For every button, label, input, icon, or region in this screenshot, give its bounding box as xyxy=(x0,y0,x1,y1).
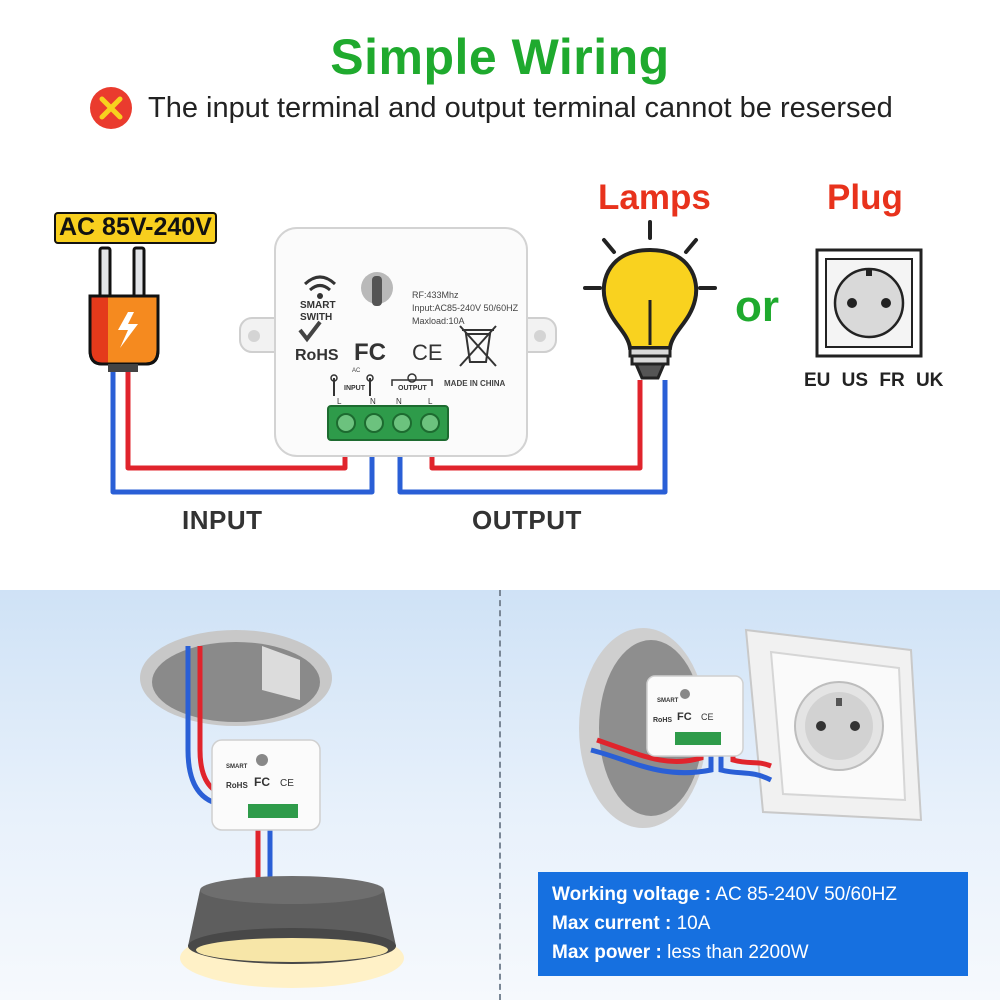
scene-divider xyxy=(499,590,501,1000)
ceiling-light-scene: SMART FC CE RoHS xyxy=(140,630,404,988)
spec-value-current: 10A xyxy=(671,913,711,934)
spec-row-voltage: Working voltage : AC 85-240V 50/60HZ xyxy=(552,880,954,909)
warning-text: The input terminal and output terminal c… xyxy=(148,91,893,124)
device-input-group: INPUT xyxy=(344,385,366,392)
output-neutral-wire xyxy=(397,380,668,495)
x-cross-icon xyxy=(90,87,132,129)
scene2-fc: FC xyxy=(677,711,692,723)
device-maxload: Maxload:10A xyxy=(412,316,465,326)
device-rf: RF:433Mhz xyxy=(412,290,459,300)
input-label: INPUT xyxy=(182,505,263,535)
lamps-label: Lamps xyxy=(598,178,711,217)
spec-label-power: Max power : xyxy=(552,942,662,963)
spec-value-power: less than 2200W xyxy=(661,942,809,963)
plug-standards: EU US FR UK xyxy=(804,370,944,391)
spec-row-current: Max current : 10A xyxy=(552,909,954,938)
device-made-in: MADE IN CHINA xyxy=(444,379,506,388)
scene2-ce: CE xyxy=(701,712,714,722)
power-plug-icon xyxy=(88,246,160,372)
output-label: OUTPUT xyxy=(472,505,582,535)
spec-row-power: Max power : less than 2200W xyxy=(552,938,954,967)
device-brand-line1: SMART xyxy=(300,300,336,311)
spec-label-current: Max current : xyxy=(552,913,672,934)
scene2-brand: SMART xyxy=(657,698,679,704)
spec-label-voltage: Working voltage : xyxy=(552,884,712,905)
terminal-label-1: L xyxy=(337,397,342,406)
wall-socket-icon xyxy=(815,248,923,358)
terminal-label-3: N xyxy=(396,397,402,406)
scene1-rohs: RoHS xyxy=(226,781,248,790)
scene1-fc: FC xyxy=(254,775,270,789)
scene1-ce: CE xyxy=(280,778,294,789)
spec-value-voltage: AC 85-240V 50/60HZ xyxy=(711,884,897,905)
terminal-label-2: N xyxy=(370,397,376,406)
scene1-brand: SMART xyxy=(226,764,248,770)
spec-panel: Working voltage : AC 85-240V 50/60HZ Max… xyxy=(538,872,968,976)
or-label: or xyxy=(735,282,779,331)
device-input-spec: Input:AC85-240V 50/60HZ xyxy=(412,303,519,313)
lamp-bulb-icon xyxy=(583,220,717,380)
terminal-label-4: L xyxy=(428,397,433,406)
plug-label: Plug xyxy=(827,178,903,217)
wall-socket-scene: SMART FC CE RoHS xyxy=(579,628,923,828)
wiring-diagram: SMART SWITH RoHS FC AC CE RF:433Mhz Inpu… xyxy=(88,220,923,495)
warning-row: The input terminal and output terminal c… xyxy=(88,84,893,132)
weee-bin-icon xyxy=(459,325,497,367)
page-title: Simple Wiring xyxy=(330,29,670,85)
device-output-group: OUTPUT xyxy=(398,385,428,392)
device-rohs: RoHS xyxy=(295,347,339,364)
device-ce: CE xyxy=(412,340,443,365)
device-brand-line2: SWITH xyxy=(300,312,332,323)
input-neutral-wire xyxy=(110,360,375,495)
smart-switch-device: SMART SWITH RoHS FC AC CE RF:433Mhz Inpu… xyxy=(239,227,557,457)
scene2-rohs: RoHS xyxy=(653,717,672,724)
device-ac-mark: AC xyxy=(352,368,361,374)
device-fc: FC xyxy=(354,339,386,366)
ac-voltage-badge: AC 85V-240V xyxy=(54,212,217,244)
